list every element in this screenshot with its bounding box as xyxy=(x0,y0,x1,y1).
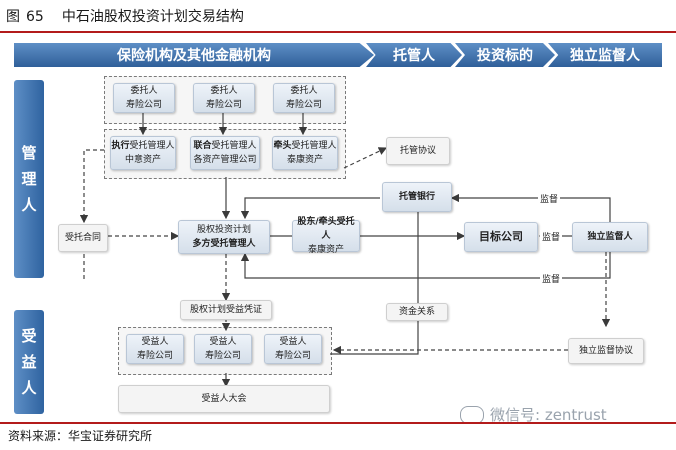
principal-role: 委托人 xyxy=(130,86,158,96)
custodian-bank-label: 托管银行 xyxy=(398,192,435,202)
beneficiary-box: 受益人 寿险公司 xyxy=(126,334,184,364)
side-char: 管 xyxy=(21,144,37,162)
custody-agreement-box: 托管协议 xyxy=(386,137,450,165)
supervision-agreement-label: 独立监督协议 xyxy=(578,346,633,356)
header-custodian: 托管人 xyxy=(366,43,462,67)
fund-relation-box: 资金关系 xyxy=(386,303,448,321)
supervisor-label: 独立监督人 xyxy=(587,232,633,242)
header-target-label: 投资标的 xyxy=(477,48,533,64)
source-note: 资料来源：华宝证券研究所 xyxy=(8,429,153,443)
target-company-box: 目标公司 xyxy=(464,222,538,252)
lead-trustee-line1: 股东/牵头受托人 xyxy=(297,217,355,241)
principal-name: 寿险公司 xyxy=(205,100,242,110)
figure-label: 图 xyxy=(6,9,20,25)
principal-name: 寿险公司 xyxy=(285,100,322,110)
header-insurers: 保险机构及其他金融机构 xyxy=(14,43,374,67)
header-custodian-label: 托管人 xyxy=(393,48,435,64)
side-char: 人 xyxy=(21,379,37,397)
trustee-box: 牵头受托管理人 泰康资产 xyxy=(272,136,338,170)
custody-agreement-label: 托管协议 xyxy=(399,146,436,156)
beneficiary-box: 受益人 寿险公司 xyxy=(264,334,322,364)
custodian-bank-box: 托管银行 xyxy=(382,182,452,212)
trustee-prefix: 执行 xyxy=(111,141,130,151)
entrust-contract-label: 受托合同 xyxy=(64,233,101,243)
watermark-text: 微信号: zentrust xyxy=(490,406,607,424)
beneficiary-name: 寿险公司 xyxy=(204,351,241,361)
side-char: 益 xyxy=(21,353,37,371)
beneficiary-name: 寿险公司 xyxy=(136,351,173,361)
lead-trustee-box: 股东/牵头受托人 泰康资产 xyxy=(292,217,360,255)
principal-box: 委托人 寿险公司 xyxy=(113,83,175,113)
principal-box: 委托人 寿险公司 xyxy=(193,83,255,113)
trustee-title: 牵头受托管理人 xyxy=(273,139,336,153)
side-char: 受 xyxy=(21,327,37,345)
bottom-rule xyxy=(0,422,676,424)
principal-role: 委托人 xyxy=(210,86,238,96)
beneficiary-name: 寿险公司 xyxy=(274,351,311,361)
beneficiary-role: 受益人 xyxy=(209,337,237,347)
lead-trustee-line2: 泰康资产 xyxy=(307,245,344,255)
investment-plan-box: 股权投资计划 多方受托管理人 xyxy=(178,220,270,254)
header-target: 投资标的 xyxy=(455,43,555,67)
supervision-label: 监督 xyxy=(538,192,561,205)
beneficiary-box: 受益人 寿险公司 xyxy=(194,334,252,364)
trustee-name: 各资产管理公司 xyxy=(193,155,257,165)
certificate-box: 股权计划受益凭证 xyxy=(180,300,272,320)
header-insurers-label: 保险机构及其他金融机构 xyxy=(117,48,271,64)
trustee-prefix: 联合 xyxy=(193,141,212,151)
side-label-manager: 管 理 人 xyxy=(14,80,44,278)
certificate-label: 股权计划受益凭证 xyxy=(189,305,262,315)
wechat-icon xyxy=(460,405,484,424)
top-rule xyxy=(0,31,676,33)
trustee-box: 联合受托管理人 各资产管理公司 xyxy=(190,136,260,170)
entrust-contract-box: 受托合同 xyxy=(58,224,108,252)
principal-box: 委托人 寿险公司 xyxy=(273,83,335,113)
header-supervisor: 独立监督人 xyxy=(548,43,662,67)
trustee-title: 执行受托管理人 xyxy=(111,139,174,153)
trustee-prefix: 牵头 xyxy=(273,141,292,151)
plan-line1: 股权投资计划 xyxy=(196,225,251,235)
target-company-label: 目标公司 xyxy=(479,230,523,243)
trustee-title: 联合受托管理人 xyxy=(193,139,256,153)
supervision-label: 监督 xyxy=(540,230,563,243)
side-label-beneficiary: 受 益 人 xyxy=(14,310,44,414)
trustee-name: 泰康资产 xyxy=(286,155,323,165)
side-char: 人 xyxy=(21,196,37,214)
plan-line2: 多方受托管理人 xyxy=(192,239,256,249)
header-supervisor-label: 独立监督人 xyxy=(570,48,640,64)
supervision-label: 监督 xyxy=(540,272,563,285)
trustee-role: 受托管理人 xyxy=(211,141,257,151)
trustee-role: 受托管理人 xyxy=(291,141,337,151)
side-char: 理 xyxy=(21,170,37,188)
trustee-role: 受托管理人 xyxy=(129,141,175,151)
beneficiary-role: 受益人 xyxy=(141,337,169,347)
fund-relation-label: 资金关系 xyxy=(398,307,435,317)
beneficiary-meeting-label: 受益人大会 xyxy=(201,394,247,404)
supervisor-box: 独立监督人 xyxy=(572,222,648,252)
principal-role: 委托人 xyxy=(290,86,318,96)
principal-name: 寿险公司 xyxy=(125,100,162,110)
figure-title-text: 中石油股权投资计划交易结构 xyxy=(61,9,244,25)
beneficiary-meeting-box: 受益人大会 xyxy=(118,385,330,413)
trustee-name: 中意资产 xyxy=(124,155,161,165)
figure-number: 65 xyxy=(26,9,44,25)
supervision-agreement-box: 独立监督协议 xyxy=(568,338,644,364)
figure-title: 图 65 中石油股权投资计划交易结构 xyxy=(6,6,244,26)
beneficiary-role: 受益人 xyxy=(279,337,307,347)
trustee-box: 执行受托管理人 中意资产 xyxy=(110,136,176,170)
